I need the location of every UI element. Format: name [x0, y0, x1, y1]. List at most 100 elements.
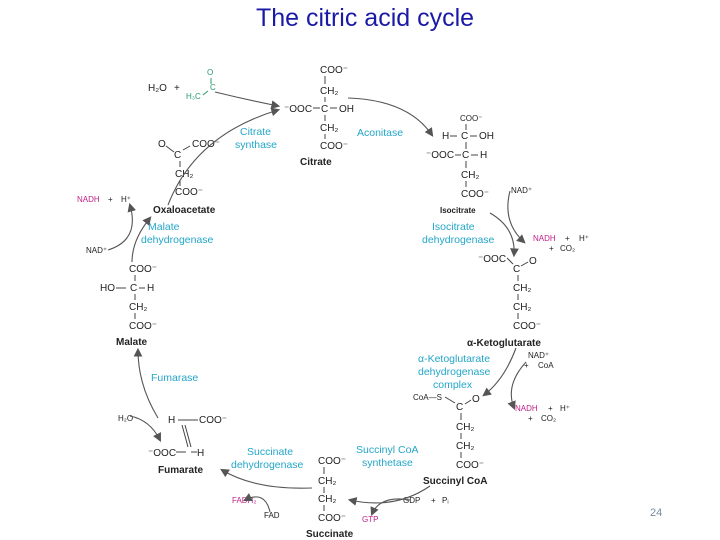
cofactors-nad-plus: NAD⁺ [528, 351, 549, 360]
groups-ch2: CH₂ [318, 476, 336, 487]
groups-coo-minus: COO⁻ [175, 187, 203, 198]
groups-coo-minus: COO⁻ [513, 321, 541, 332]
groups-ch2: CH₂ [320, 123, 338, 134]
malate-label: Malate [116, 337, 148, 348]
groups-coo-minus: COO⁻ [318, 513, 346, 524]
cofactors-h-plus: H⁺ [121, 195, 131, 204]
enzymes-citrate-synthase-0: Citrate [240, 126, 271, 138]
groups-coo-minus: COO⁻ [318, 456, 346, 467]
groups-c: C [321, 104, 328, 115]
groups-ch2: CH₂ [320, 86, 338, 97]
cofactors-plus: + [528, 414, 533, 423]
groups-h: H [480, 150, 487, 161]
enzymes-isocitrate-dh-1: dehydrogenase [422, 234, 495, 246]
groups-o: O [472, 394, 480, 405]
groups-h3c: H₃C [186, 92, 201, 101]
slide-title: The citric acid cycle [255, 4, 475, 32]
enzymes-succinyl-coa-synthetase-1: synthetase [362, 457, 413, 469]
groups-h: H [442, 131, 449, 142]
cofactors-plus: + [431, 496, 436, 505]
cofactors-pi: Pᵢ [442, 496, 449, 505]
groups-coo-minus: COO⁻ [192, 139, 220, 150]
groups-c: C [130, 283, 137, 294]
groups-ch2: CH₂ [513, 283, 531, 294]
cofactors-nad-plus: NAD⁺ [86, 246, 107, 255]
cycle-arrows [107, 91, 527, 517]
cofactors-h-plus: H⁺ [579, 234, 589, 243]
groups-o: O [529, 256, 537, 267]
cofactors-h2o: H₂O [118, 414, 133, 423]
cofactors-nad-plus: NAD⁺ [511, 186, 532, 195]
groups-c: C [210, 83, 216, 92]
groups-coo-minus: COO⁻ [129, 264, 157, 275]
enzymes-fumarase: Fumarase [151, 372, 198, 384]
cofactors-plus: + [549, 244, 554, 253]
cofactors-coa: CoA [538, 361, 554, 370]
cofactors-h2o: H₂O [148, 83, 167, 94]
enzymes-succinate-dh-1: dehydrogenase [231, 459, 304, 471]
enzymes-ketoglutarate-dh-0: α-Ketoglutarate [418, 353, 490, 365]
groups-minus-ooc: ⁻OOC [478, 254, 506, 265]
groups-o: O [207, 68, 213, 77]
groups-ch2: CH₂ [318, 494, 336, 505]
fumarate-structure: H COO⁻ ⁻OOC H Fumarate [148, 415, 227, 476]
page-number: 24 [650, 507, 663, 519]
oxaloacetate-structure: O C COO⁻ CH₂ COO⁻ Oxaloacetate [153, 139, 220, 216]
groups-h: H [168, 415, 175, 426]
groups-c: C [513, 264, 520, 275]
groups-c: C [174, 150, 181, 161]
enzymes-isocitrate-dh-0: Isocitrate [432, 221, 475, 233]
cofactors-h-plus: H⁺ [560, 404, 570, 413]
cofactors-plus: + [565, 234, 570, 243]
oxaloacetate-label: Oxaloacetate [153, 205, 216, 216]
groups-ch2: CH₂ [456, 422, 474, 433]
succinate-structure: COO⁻ CH₂ CH₂ COO⁻ Succinate [306, 456, 354, 540]
groups-minus-ooc: ⁻OOC [426, 150, 454, 161]
ketoglutarate-structure: ⁻OOC C O CH₂ CH₂ COO⁻ α-Ketoglutarate [467, 254, 541, 349]
enzymes-ketoglutarate-dh-2: complex [433, 379, 473, 391]
groups-ch2: CH₂ [129, 302, 147, 313]
groups-coo-minus: COO⁻ [129, 321, 157, 332]
succinyl-coa-label: Succinyl CoA [423, 476, 487, 487]
isocitrate-structure: COO⁻ H C OH ⁻OOC C H CH₂ COO⁻ Isocitrate [426, 114, 494, 215]
enzyme-labels: Citrate synthase Aconitase Isocitrate de… [141, 126, 495, 471]
citrate-label: Citrate [300, 157, 332, 168]
groups-h: H [147, 283, 154, 294]
enzymes-malate-dh-0: Malate [148, 221, 180, 233]
groups-coo-minus: COO⁻ [320, 65, 348, 76]
malate-structure: COO⁻ HO C H CH₂ COO⁻ Malate [100, 264, 157, 348]
groups-coo-minus: COO⁻ [456, 460, 484, 471]
groups-o: O [158, 139, 166, 150]
cofactors-gtp: GTP [362, 515, 378, 524]
enzymes-succinyl-coa-synthetase-0: Succinyl CoA [356, 444, 418, 456]
enzymes-malate-dh-1: dehydrogenase [141, 234, 214, 246]
cofactors-nadh: NADH [515, 404, 538, 413]
groups-oh: OH [479, 131, 494, 142]
succinate-label: Succinate [306, 529, 354, 540]
cofactors-nadh: NADH [533, 234, 556, 243]
fumarate-label: Fumarate [158, 465, 203, 476]
enzymes-aconitase: Aconitase [357, 127, 403, 139]
cofactors-plus: + [108, 195, 113, 204]
cofactors-fad: FAD [264, 511, 280, 520]
groups-ch2: CH₂ [513, 302, 531, 313]
groups-ho: HO [100, 283, 115, 294]
cofactors-plus: + [174, 83, 180, 94]
groups-c: C [456, 402, 463, 413]
groups-h: H [197, 448, 204, 459]
groups-coo-minus: COO⁻ [320, 141, 348, 152]
groups-minus-ooc: ⁻OOC [148, 448, 176, 459]
enzymes-citrate-synthase-1: synthase [235, 139, 277, 151]
groups-coo-minus: COO⁻ [461, 189, 489, 200]
cofactors-plus: + [548, 404, 553, 413]
groups-coo-minus: COO⁻ [460, 114, 482, 123]
acetyl-coa-input: H₂O + O C H₃C [148, 68, 216, 101]
enzymes-succinate-dh-0: Succinate [247, 446, 293, 458]
cofactors-plus: + [524, 361, 529, 370]
cofactors-gdp: GDP [403, 496, 420, 505]
groups-coo-minus: COO⁻ [199, 415, 227, 426]
cofactors-nadh: NADH [77, 195, 100, 204]
groups-oh: OH [339, 104, 354, 115]
groups-minus-ooc: ⁻OOC [284, 104, 312, 115]
